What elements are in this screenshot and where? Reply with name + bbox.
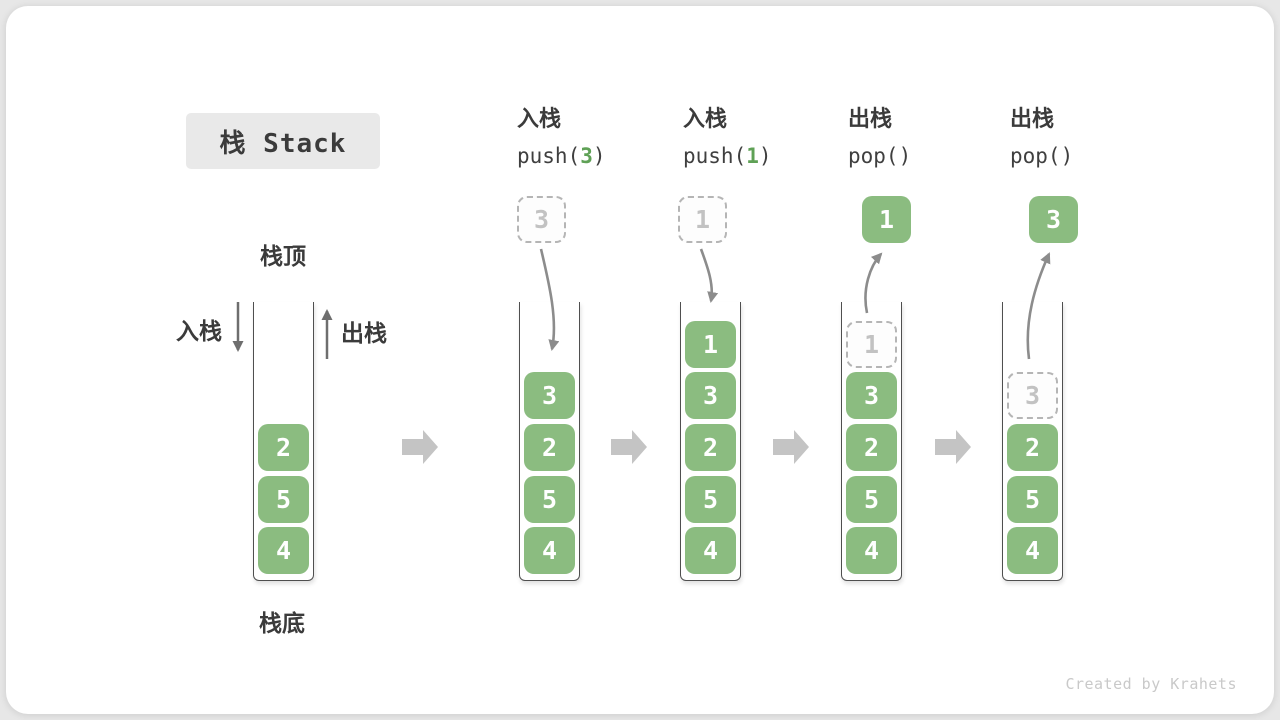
popped-value-box: 3 (1029, 196, 1078, 243)
op-label-cn: 入栈 (517, 106, 562, 131)
code-pre: push( (683, 144, 747, 168)
code-arg: 3 (580, 144, 593, 168)
stack-item: 5 (524, 476, 575, 523)
op-label-push-1: 入栈 push(1) (683, 105, 772, 170)
code-post: ) (592, 144, 606, 168)
stack-top-label: 栈顶 (260, 243, 306, 269)
op-label-cn: 出栈 (1010, 106, 1055, 131)
stack-item: 3 (524, 372, 575, 419)
stack-item: 3 (685, 372, 736, 419)
code-pre: pop() (848, 144, 912, 168)
stack-item: 4 (258, 527, 309, 574)
stack-item: 5 (846, 476, 897, 523)
op-label-code: pop() (1010, 142, 1073, 170)
stack-item: 1 (685, 321, 736, 368)
op-label-cn: 出栈 (848, 106, 893, 131)
stack-item: 4 (524, 527, 575, 574)
stack-item: 2 (1007, 424, 1058, 471)
stack-item: 5 (1007, 476, 1058, 523)
stack-item: 5 (685, 476, 736, 523)
op-label-pop-1: 出栈 pop() (848, 105, 911, 170)
op-label-code: push(1) (683, 142, 772, 170)
stack-item: 4 (1007, 527, 1058, 574)
code-post: ) (758, 144, 772, 168)
push-direction-label: 入栈 (176, 318, 222, 344)
incoming-value-box: 1 (678, 196, 727, 243)
op-label-push-3: 入栈 push(3) (517, 105, 606, 170)
code-pre: pop() (1010, 144, 1074, 168)
popped-placeholder: 1 (846, 321, 897, 368)
stack-item: 3 (846, 372, 897, 419)
watermark: Created by Krahets (1065, 675, 1237, 693)
incoming-value-box: 3 (517, 196, 566, 243)
stack-item: 4 (846, 527, 897, 574)
code-pre: push( (517, 144, 581, 168)
op-label-code: pop() (848, 142, 911, 170)
code-arg: 1 (746, 144, 759, 168)
stack-bottom-label: 栈底 (259, 610, 305, 636)
stack-item: 2 (846, 424, 897, 471)
title-box: 栈 Stack (186, 113, 380, 169)
op-label-code: push(3) (517, 142, 606, 170)
popped-placeholder: 3 (1007, 372, 1058, 419)
pop-direction-label: 出栈 (341, 320, 387, 346)
op-label-cn: 入栈 (683, 106, 728, 131)
popped-value-box: 1 (862, 196, 911, 243)
stack-item: 4 (685, 527, 736, 574)
stack-item: 2 (258, 424, 309, 471)
stack-item: 2 (524, 424, 575, 471)
stack-item: 2 (685, 424, 736, 471)
stack-item: 5 (258, 476, 309, 523)
op-label-pop-3: 出栈 pop() (1010, 105, 1073, 170)
